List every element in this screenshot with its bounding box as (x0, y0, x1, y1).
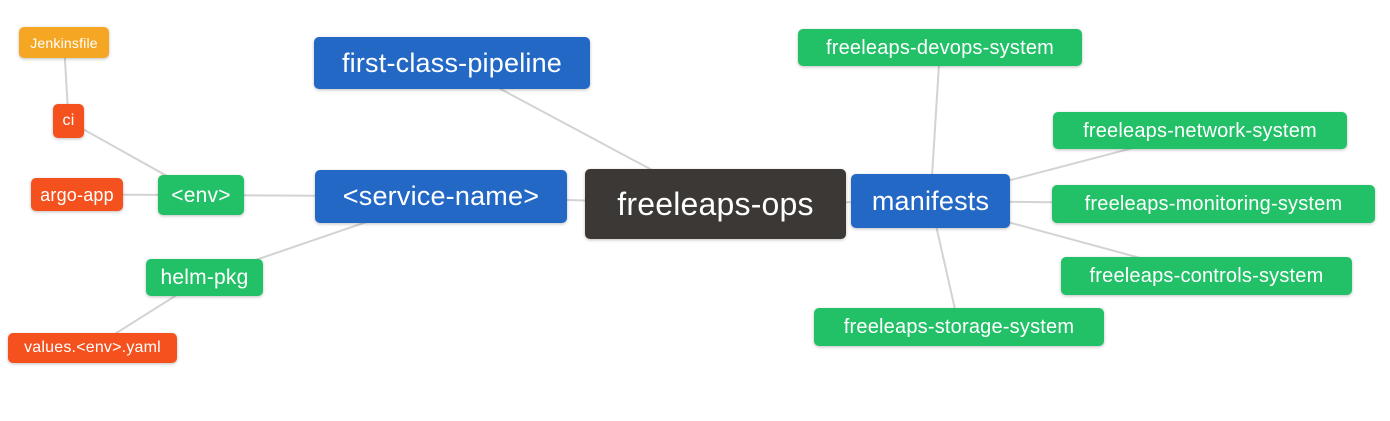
node-jenkinsfile[interactable]: Jenkinsfile (19, 27, 109, 58)
node-env[interactable]: <env> (158, 175, 244, 215)
node-label: freeleaps-controls-system (1089, 265, 1324, 287)
node-label: freeleaps-monitoring-system (1084, 193, 1343, 215)
node-network-system[interactable]: freeleaps-network-system (1053, 112, 1347, 149)
node-label: values.<env>.yaml (24, 339, 161, 356)
node-label: freeleaps-storage-system (843, 316, 1075, 338)
node-label: manifests (871, 185, 990, 216)
node-label: argo-app (40, 184, 114, 205)
node-label: freeleaps-network-system (1083, 119, 1317, 142)
node-storage-system[interactable]: freeleaps-storage-system (814, 308, 1104, 346)
node-devops-system[interactable]: freeleaps-devops-system (798, 29, 1082, 66)
node-service-name[interactable]: <service-name> (315, 170, 567, 223)
node-argo-app[interactable]: argo-app (31, 178, 123, 211)
node-label: helm-pkg (160, 266, 249, 289)
node-monitoring-system[interactable]: freeleaps-monitoring-system (1052, 185, 1375, 223)
node-label: Jenkinsfile (30, 34, 98, 51)
node-label: <service-name> (342, 181, 540, 211)
node-label: freeleaps-devops-system (825, 36, 1055, 59)
node-values-env-yaml[interactable]: values.<env>.yaml (8, 333, 177, 363)
node-helm-pkg[interactable]: helm-pkg (146, 259, 263, 296)
node-label: ci (62, 112, 75, 129)
node-ci[interactable]: ci (53, 104, 84, 138)
node-label: freeleaps-ops (617, 186, 814, 222)
node-label: <env> (171, 183, 231, 207)
node-controls-system[interactable]: freeleaps-controls-system (1061, 257, 1352, 295)
node-first-class-pipeline[interactable]: first-class-pipeline (314, 37, 590, 89)
node-manifests[interactable]: manifests (851, 174, 1010, 228)
node-freeleaps-ops[interactable]: freeleaps-ops (585, 169, 846, 239)
node-label: first-class-pipeline (341, 47, 563, 78)
